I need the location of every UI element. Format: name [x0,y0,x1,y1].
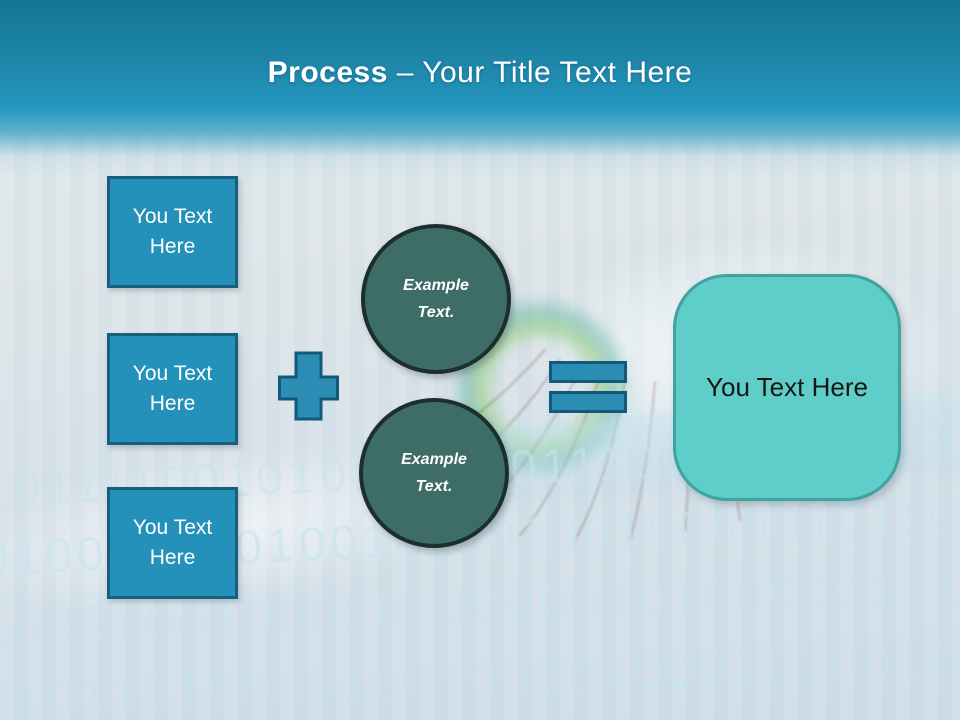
process-box-3-label: You Text Here [132,515,213,569]
process-box-2-label: You Text Here [132,361,213,415]
process-box-1[interactable]: You Text Here [107,176,238,288]
example-circle-1[interactable]: Example Text. [361,224,511,374]
result-box-label: You Text Here [706,372,868,402]
example-circle-1-label: Example Text. [403,276,469,321]
equals-icon [549,361,627,413]
example-circle-2-label: Example Text. [401,450,467,495]
slide-title-keyword: Process [267,56,388,89]
process-box-2[interactable]: You Text Here [107,333,238,445]
header-band [0,0,960,178]
plus-icon [278,351,339,421]
slide-title: Process – Your Title Text Here [0,56,960,90]
slide-title-rest: – Your Title Text Here [387,56,693,89]
process-box-1-label: You Text Here [132,204,213,258]
example-circle-2[interactable]: Example Text. [359,398,509,548]
process-box-3[interactable]: You Text Here [107,487,238,599]
result-box[interactable]: You Text Here [673,274,901,501]
